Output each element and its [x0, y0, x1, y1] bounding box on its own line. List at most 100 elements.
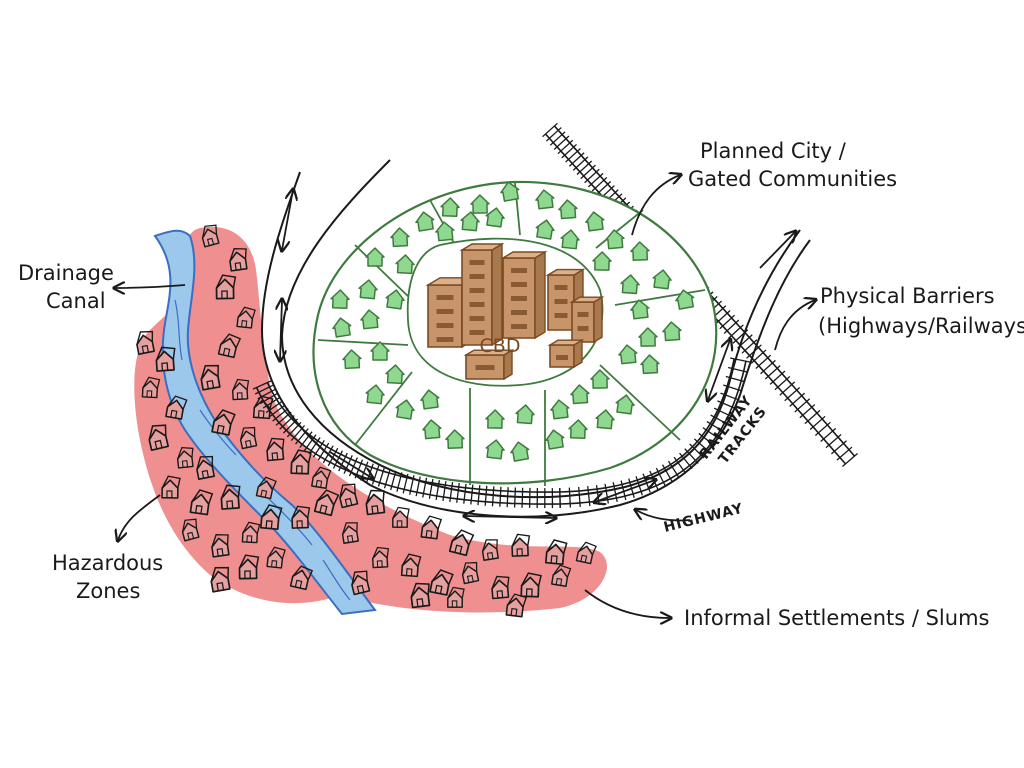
building-window	[577, 326, 589, 331]
rail-tie	[390, 470, 397, 491]
shack-body	[341, 525, 359, 544]
label-line: Canal	[46, 289, 106, 313]
rail-tie	[725, 375, 746, 383]
rail-tie	[275, 411, 292, 426]
rail-tie	[499, 486, 502, 507]
rail-tie	[449, 482, 454, 503]
shack-roof	[148, 424, 167, 441]
rail-tie	[578, 486, 581, 507]
building-window	[469, 302, 485, 307]
rail-tie	[693, 438, 710, 453]
shack-body	[211, 413, 232, 436]
shack-door	[454, 544, 463, 555]
rail-tie	[799, 404, 816, 419]
building-window	[436, 309, 454, 314]
arrow	[282, 190, 293, 250]
rail-tie	[491, 486, 495, 507]
shack-icon	[505, 593, 528, 618]
shack-door	[146, 390, 153, 398]
shack-door	[294, 579, 303, 589]
plot-dividers	[317, 182, 706, 486]
rail-tie	[741, 339, 758, 354]
shack-door	[226, 500, 234, 510]
rail-tie	[422, 477, 428, 498]
shack-body	[189, 493, 210, 516]
house-icon	[590, 369, 610, 389]
shack-roof	[213, 409, 236, 425]
shack-body	[231, 382, 249, 401]
house-body	[595, 409, 615, 430]
rail-tie	[272, 408, 289, 422]
building-window	[469, 274, 485, 279]
house-body	[638, 327, 658, 347]
rail-tie	[746, 344, 762, 359]
shack-door	[371, 505, 379, 515]
shack-door	[265, 520, 273, 530]
building-front	[571, 301, 595, 343]
rail-tie	[591, 176, 608, 192]
shack-roof	[401, 553, 422, 567]
arrow	[465, 516, 555, 518]
house-body	[590, 369, 610, 389]
house-icon	[630, 241, 650, 261]
house-icon	[370, 341, 390, 361]
shack-icon	[201, 224, 220, 248]
rail-tie	[332, 450, 344, 469]
house-icon	[460, 211, 480, 232]
house-body	[370, 341, 390, 361]
house-body	[422, 419, 442, 440]
shack-icon	[410, 582, 431, 609]
rail-tie	[750, 349, 767, 364]
callout-arrows	[115, 175, 815, 618]
shack-door	[270, 560, 278, 568]
house-body	[630, 241, 650, 261]
house-icon	[630, 299, 650, 320]
shack-roof	[461, 561, 478, 575]
shack-door	[525, 588, 533, 598]
shack-door	[216, 424, 225, 435]
shack-body	[371, 550, 389, 569]
house-body	[662, 321, 682, 342]
shack-icon	[371, 546, 390, 569]
shack-body	[220, 488, 240, 510]
shack-roof	[232, 378, 250, 391]
rail-tie	[706, 420, 725, 433]
house-body	[440, 197, 460, 217]
shack-icon	[161, 475, 181, 499]
label-line: Drainage	[18, 261, 114, 285]
rail-tie	[820, 427, 837, 443]
building-window	[436, 323, 454, 328]
shack-door	[186, 531, 195, 541]
shack-icon	[420, 515, 443, 540]
house-body	[640, 354, 660, 375]
rail-tie	[317, 442, 330, 461]
shack-door	[154, 439, 163, 450]
building-top	[569, 296, 605, 303]
rail-tie	[360, 461, 369, 481]
rail-tie	[279, 415, 295, 430]
shack-door	[170, 409, 178, 419]
shack-icon	[200, 364, 221, 391]
shack-door	[510, 607, 518, 617]
shack-door	[206, 379, 215, 390]
plot-divider	[599, 364, 681, 441]
shack-body	[210, 570, 231, 593]
house-body	[605, 229, 625, 250]
shack-body	[313, 493, 335, 517]
rail-tie	[470, 484, 474, 505]
rail-tie	[679, 452, 693, 470]
shack-roof	[290, 449, 312, 464]
shack-icon	[429, 569, 454, 596]
rail-tie	[635, 476, 643, 496]
house-icon	[360, 309, 380, 330]
arrow	[708, 340, 730, 400]
house-body	[470, 194, 490, 214]
rail-tie	[308, 437, 321, 455]
shack-roof	[142, 376, 161, 389]
arrow	[115, 285, 186, 288]
rail-tie	[673, 456, 687, 474]
rail-tie	[303, 434, 317, 452]
shack-door	[451, 600, 458, 608]
slum-houses	[136, 224, 597, 618]
rail-tie	[572, 156, 589, 171]
